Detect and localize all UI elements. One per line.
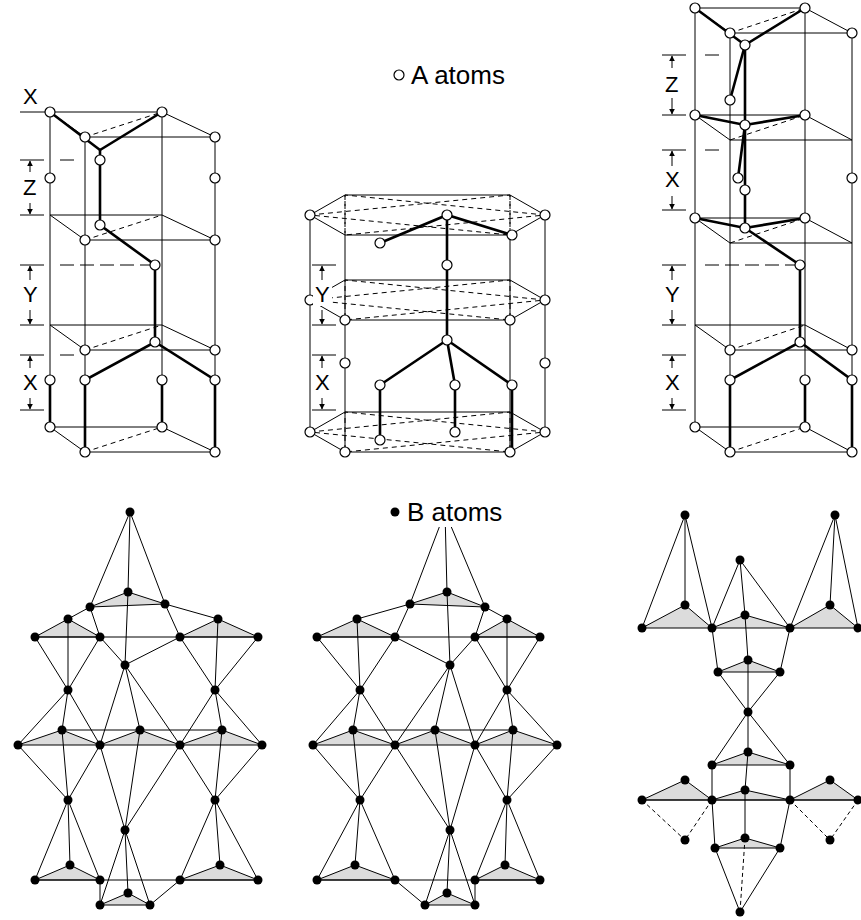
- layer-label: Y: [663, 284, 682, 306]
- layer-label: Y: [313, 284, 332, 306]
- tetrahedra-network: [309, 508, 562, 910]
- layer-label: X: [21, 86, 40, 108]
- layer-label: Z: [21, 177, 38, 199]
- layer-label: X: [663, 169, 682, 191]
- layer-label: X: [313, 372, 332, 394]
- legend-text: B atoms: [407, 498, 502, 527]
- tetrahedra-network: [14, 508, 267, 910]
- legend-text: A atoms: [411, 61, 505, 90]
- unit-cell-left: [45, 107, 220, 457]
- tetrahedra-network: [638, 511, 861, 917]
- layer-label: X: [663, 372, 682, 394]
- legend-sample: [388, 505, 402, 519]
- dimension-marks: [20, 55, 795, 410]
- unit-cell-middle: [305, 195, 550, 457]
- legend-entry: A atoms: [392, 61, 505, 90]
- legend-entry: B atoms: [388, 498, 502, 527]
- layer-label: X: [21, 372, 40, 394]
- unit-cell-right: [690, 3, 857, 457]
- layer-label: Y: [21, 284, 40, 306]
- layer-label: Z: [663, 74, 680, 96]
- legend-sample: [392, 68, 406, 82]
